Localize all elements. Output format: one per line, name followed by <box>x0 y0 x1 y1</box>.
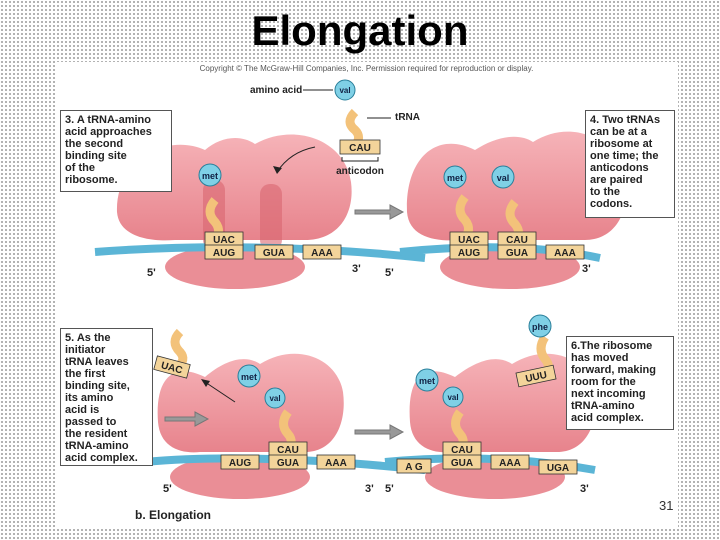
three-prime-label: 3' <box>582 263 591 275</box>
met-label: met <box>419 376 435 386</box>
copyright-notice: Copyright © The McGraw-Hill Companies, I… <box>199 64 534 73</box>
elongation-diagram: met val amino acid tRNA CAU anticodon UA… <box>94 79 626 499</box>
arrow-box-5-to-ribosome <box>164 411 210 427</box>
val-label: val <box>269 394 280 403</box>
figure-panel: Copyright © The McGraw-Hill Companies, I… <box>55 62 678 528</box>
step-3-caption: 3. A tRNA-amino acid approaches the seco… <box>60 110 172 192</box>
codon-gua: GUA <box>277 458 299 469</box>
codon-uuu: UUU <box>525 370 548 385</box>
step-6-caption: 6.The ribosome has moved forward, making… <box>566 336 674 430</box>
codon-uac: UAC <box>458 235 480 246</box>
codon-aaa: AAA <box>325 458 347 469</box>
met-label: met <box>447 173 463 183</box>
figure-label: b. Elongation <box>135 508 211 522</box>
codon-aug: AUG <box>458 248 480 259</box>
codon-cau: CAU <box>277 445 299 456</box>
codon-cau: CAU <box>349 143 371 154</box>
slide-title: Elongation <box>251 7 469 54</box>
five-prime-label: 5' <box>147 267 156 279</box>
val-label: val <box>447 393 458 402</box>
five-prime-label: 5' <box>385 483 394 495</box>
codon-aug: AUG <box>229 458 251 469</box>
met-label: met <box>202 171 218 181</box>
three-prime-label: 3' <box>352 263 361 275</box>
codon-ag: A G <box>405 462 423 473</box>
phe-label: phe <box>532 322 548 332</box>
arrow-3-to-4 <box>354 204 405 220</box>
anticodon-label: anticodon <box>336 166 384 177</box>
codon-gua: GUA <box>506 248 528 259</box>
codon-uac: UAC <box>213 235 235 246</box>
met-label: met <box>241 372 257 382</box>
amino-acid-label: amino acid <box>250 85 302 96</box>
step-4-caption: 4. Two tRNAs can be at a ribosome at one… <box>585 110 675 218</box>
codon-cau: CAU <box>451 445 473 456</box>
codon-aaa: AAA <box>499 458 521 469</box>
codon-uac: UAC <box>160 360 184 376</box>
val-label: val <box>339 86 350 95</box>
five-prime-label: 5' <box>385 267 394 279</box>
five-prime-label: 5' <box>163 483 172 495</box>
three-prime-label: 3' <box>365 483 374 495</box>
trna-label: tRNA <box>395 112 420 123</box>
codon-cau: CAU <box>506 235 528 246</box>
codon-aug: AUG <box>213 248 235 259</box>
arrow-5-to-6 <box>354 424 405 440</box>
codon-gua: GUA <box>451 458 473 469</box>
page-number: 31 <box>659 498 674 513</box>
step-5-caption: 5. As the initiator tRNA leaves the firs… <box>60 328 153 466</box>
codon-aaa: AAA <box>311 248 333 259</box>
codon-gua: GUA <box>263 248 285 259</box>
codon-aaa: AAA <box>554 248 576 259</box>
val-label: val <box>497 173 510 183</box>
codon-uga: UGA <box>547 463 569 474</box>
three-prime-label: 3' <box>580 483 589 495</box>
